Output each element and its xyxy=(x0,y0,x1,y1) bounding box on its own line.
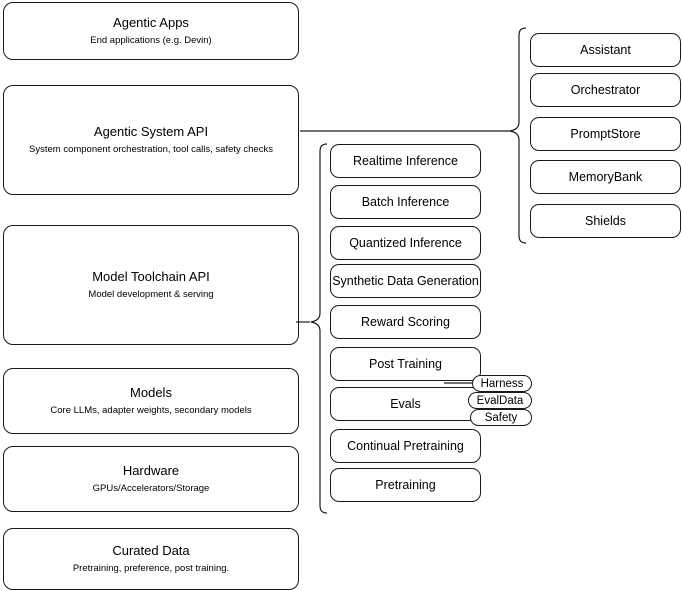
badge-label: Safety xyxy=(484,411,518,424)
layer-agentic-system-api[interactable]: Agentic System API System component orch… xyxy=(3,85,299,195)
brace-toolchain-capabilities xyxy=(310,143,328,514)
component-shields[interactable]: Shields xyxy=(530,204,681,238)
component-label: Orchestrator xyxy=(570,83,641,97)
capability-label: Continual Pretraining xyxy=(347,439,464,453)
component-label: MemoryBank xyxy=(568,170,643,184)
component-memorybank[interactable]: MemoryBank xyxy=(530,160,681,194)
component-label: Assistant xyxy=(580,43,631,57)
badge-label: Harness xyxy=(480,377,524,390)
layer-subtitle: Core LLMs, adapter weights, secondary mo… xyxy=(50,405,252,416)
capability-reward-scoring[interactable]: Reward Scoring xyxy=(330,305,481,339)
layer-agentic-apps[interactable]: Agentic Apps End applications (e.g. Devi… xyxy=(3,2,299,60)
capability-pretraining[interactable]: Pretraining xyxy=(330,468,481,502)
capability-label: Batch Inference xyxy=(361,195,450,209)
brace-system-components xyxy=(509,27,527,244)
layer-title: Model Toolchain API xyxy=(92,269,210,284)
layer-curated-data[interactable]: Curated Data Pretraining, preference, po… xyxy=(3,528,299,590)
layer-model-toolchain-api[interactable]: Model Toolchain API Model development & … xyxy=(3,225,299,345)
capability-continual-pretraining[interactable]: Continual Pretraining xyxy=(330,429,481,463)
capability-quantized-inference[interactable]: Quantized Inference xyxy=(330,226,481,260)
layer-title: Agentic System API xyxy=(93,124,209,139)
badge-harness[interactable]: Harness xyxy=(472,375,532,392)
layer-subtitle: Model development & serving xyxy=(88,289,214,300)
layer-title: Hardware xyxy=(122,463,180,478)
badge-label: EvalData xyxy=(476,394,524,407)
layer-hardware[interactable]: Hardware GPUs/Accelerators/Storage xyxy=(3,446,299,512)
layer-models[interactable]: Models Core LLMs, adapter weights, secon… xyxy=(3,368,299,434)
capability-label: Reward Scoring xyxy=(361,315,450,329)
badge-safety[interactable]: Safety xyxy=(470,409,532,426)
capability-realtime-inference[interactable]: Realtime Inference xyxy=(330,144,481,178)
capability-evals[interactable]: Evals xyxy=(330,387,481,421)
capability-label: Evals xyxy=(390,397,421,411)
component-promptstore[interactable]: PromptStore xyxy=(530,117,681,151)
capability-label: Realtime Inference xyxy=(353,154,458,168)
layer-title: Models xyxy=(130,385,172,400)
layer-subtitle: GPUs/Accelerators/Storage xyxy=(92,483,210,494)
component-label: Shields xyxy=(585,214,626,228)
capability-label: Post Training xyxy=(369,357,442,371)
layer-subtitle: System component orchestration, tool cal… xyxy=(29,144,273,155)
capability-label: Quantized Inference xyxy=(349,236,462,250)
capability-synthetic-data-generation[interactable]: Synthetic Data Generation xyxy=(330,264,481,298)
component-orchestrator[interactable]: Orchestrator xyxy=(530,73,681,107)
component-label: PromptStore xyxy=(570,127,641,141)
layer-subtitle: Pretraining, preference, post training. xyxy=(72,563,230,574)
capability-label: Synthetic Data Generation xyxy=(332,274,479,288)
capability-label: Pretraining xyxy=(375,478,436,492)
capability-post-training[interactable]: Post Training xyxy=(330,347,481,381)
badge-evaldata[interactable]: EvalData xyxy=(468,392,532,409)
capability-batch-inference[interactable]: Batch Inference xyxy=(330,185,481,219)
layer-title: Agentic Apps xyxy=(113,15,189,30)
component-assistant[interactable]: Assistant xyxy=(530,33,681,67)
layer-subtitle: End applications (e.g. Devin) xyxy=(90,35,212,46)
layer-title: Curated Data xyxy=(112,543,190,558)
